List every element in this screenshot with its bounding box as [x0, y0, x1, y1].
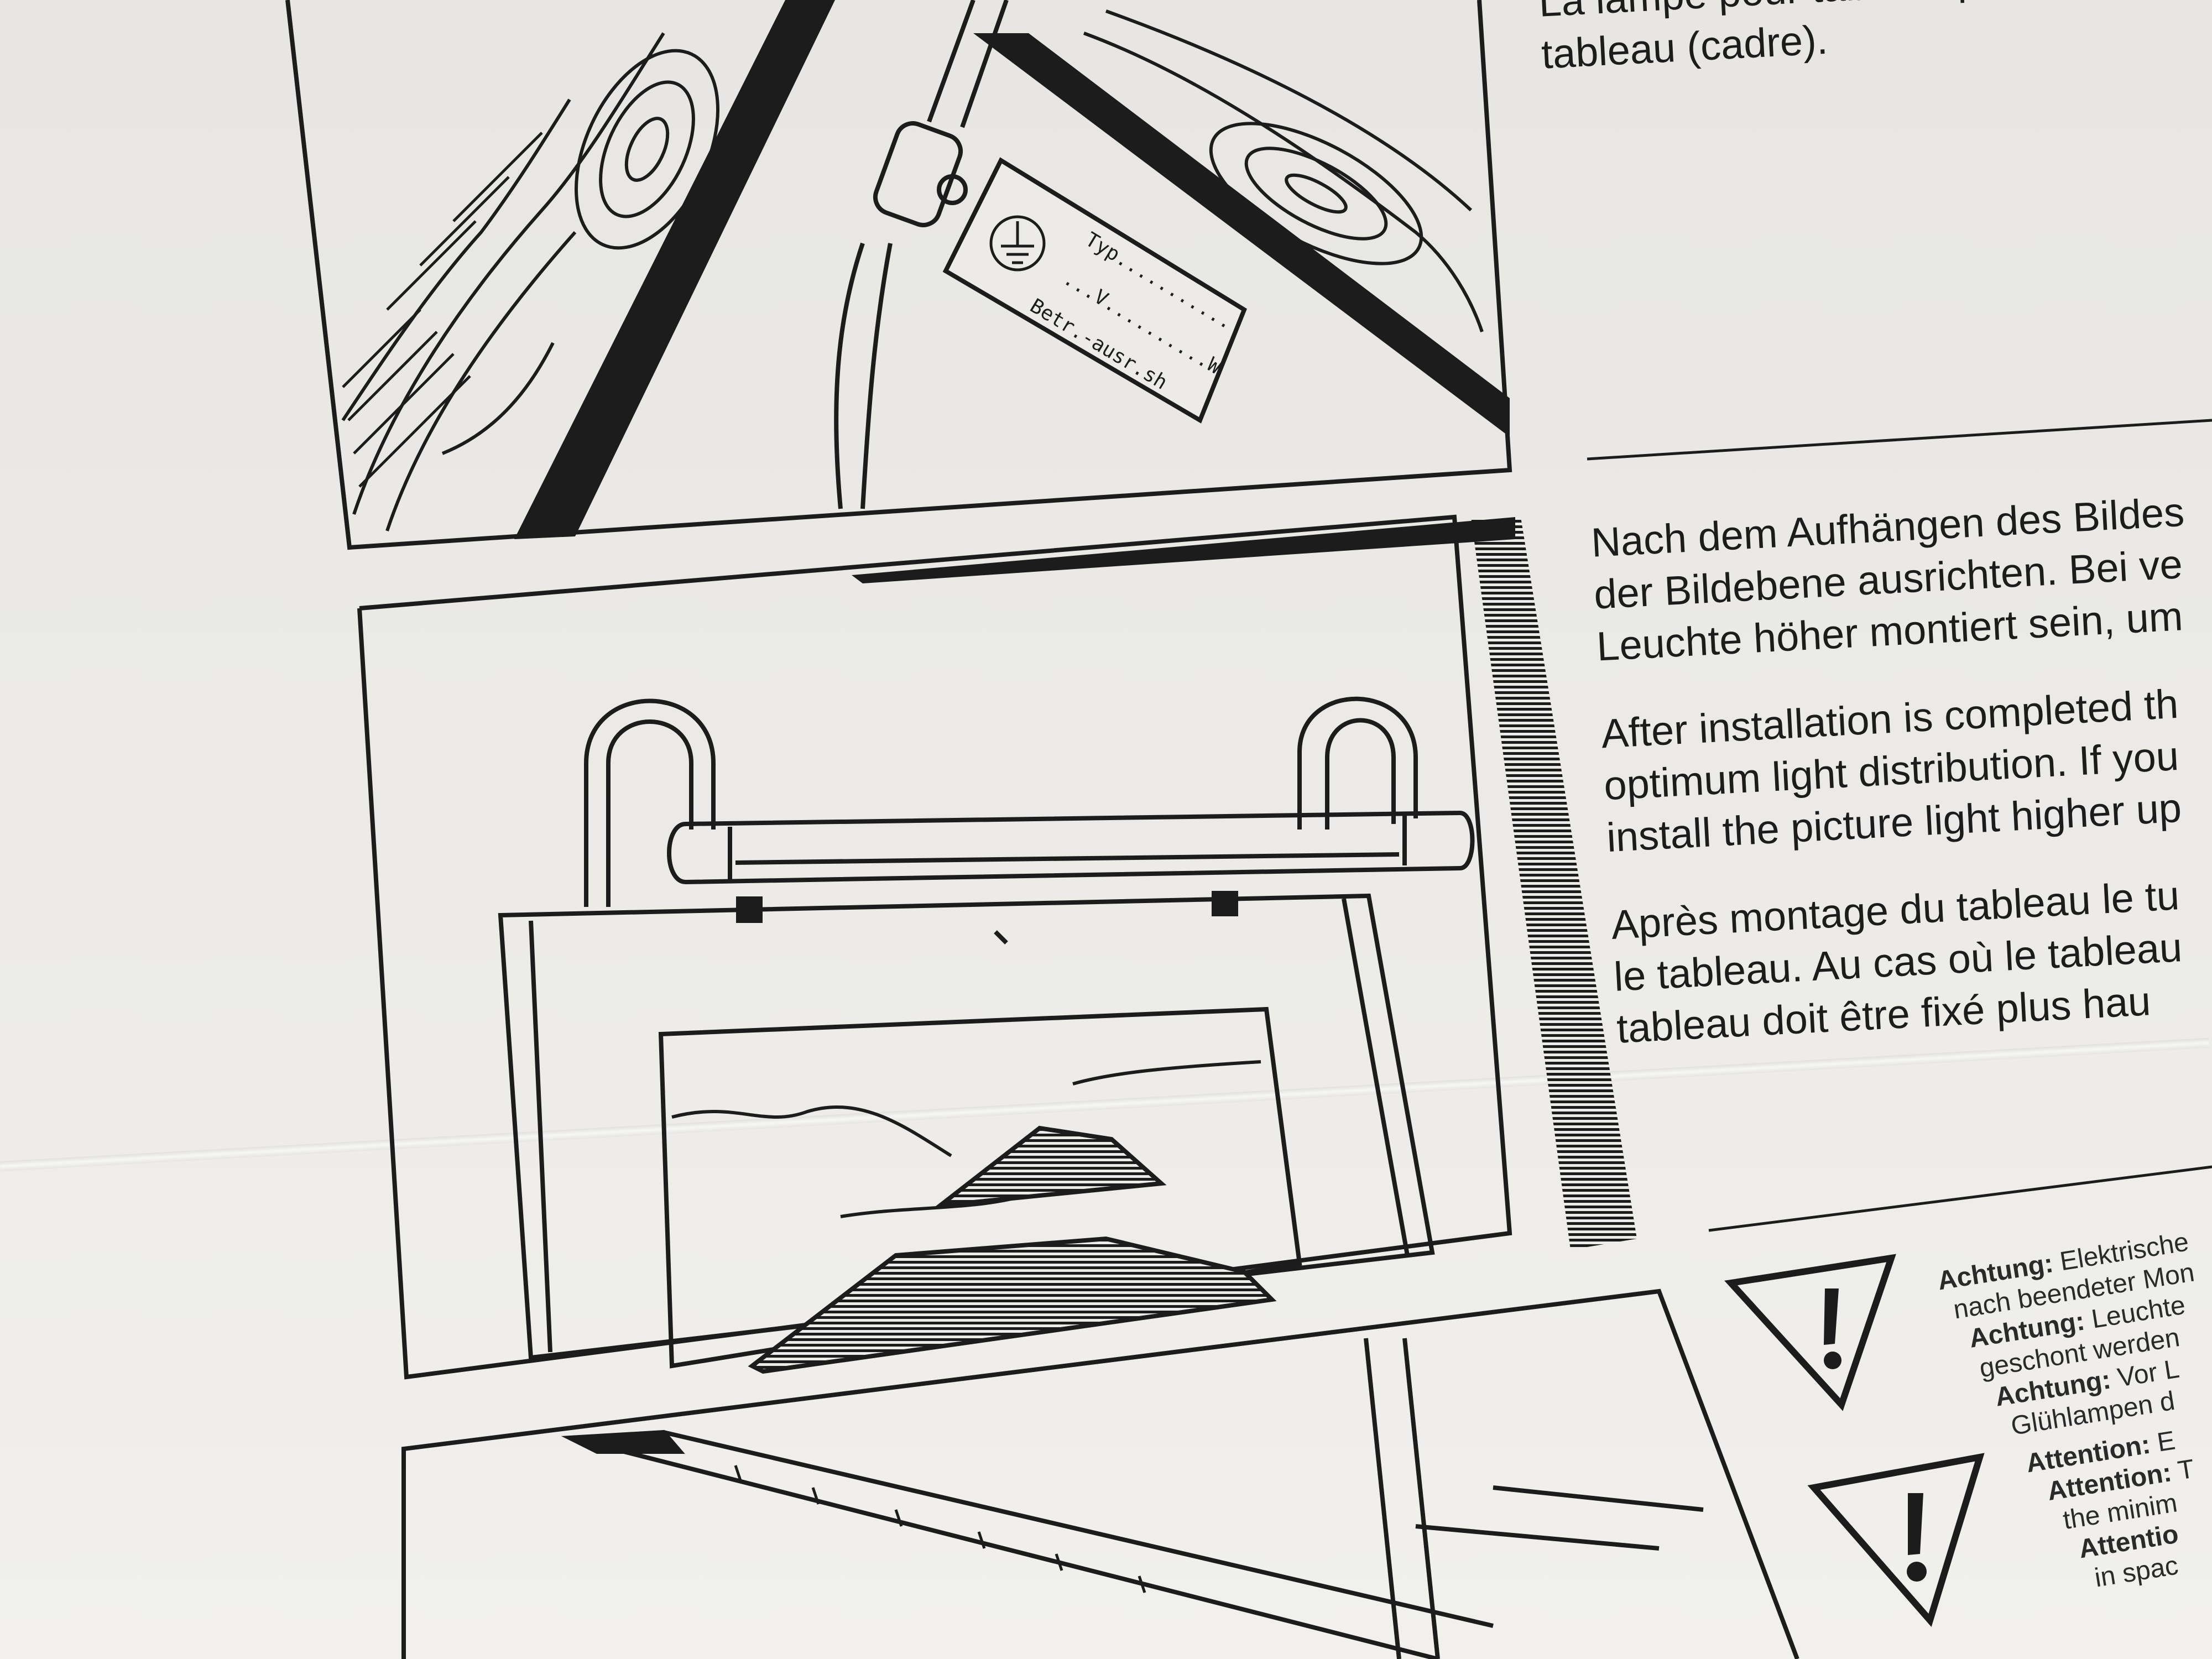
warning-notes-english: Attention: E Attention: T the minim Atte… — [2024, 1423, 2211, 1601]
panel-mounting-detail — [285, 0, 1512, 550]
separator-rule-1 — [1587, 419, 2212, 461]
panel-lamp-on-picture — [357, 514, 1637, 1380]
english-paragraph: After installation is completed th optim… — [1600, 677, 2201, 864]
warning-notes-german: Achtung: Elektrische nach beendeter Mon … — [1936, 1227, 2212, 1450]
separator-rule-2 — [1708, 1165, 2212, 1232]
ground-symbol-icon — [989, 215, 1046, 272]
french-paragraph: Après montage du tableau le tu le tablea… — [1610, 868, 2211, 1055]
panel-bottom-detail — [401, 1288, 1799, 1659]
instruction-paragraphs: Nach dem Aufhängen des Bildes der Bildeb… — [1590, 486, 2212, 1091]
warning-triangle-icon — [1724, 1254, 1896, 1411]
german-paragraph: Nach dem Aufhängen des Bildes der Bildeb… — [1590, 486, 2191, 673]
warning-triangle-icon — [1807, 1453, 1985, 1627]
